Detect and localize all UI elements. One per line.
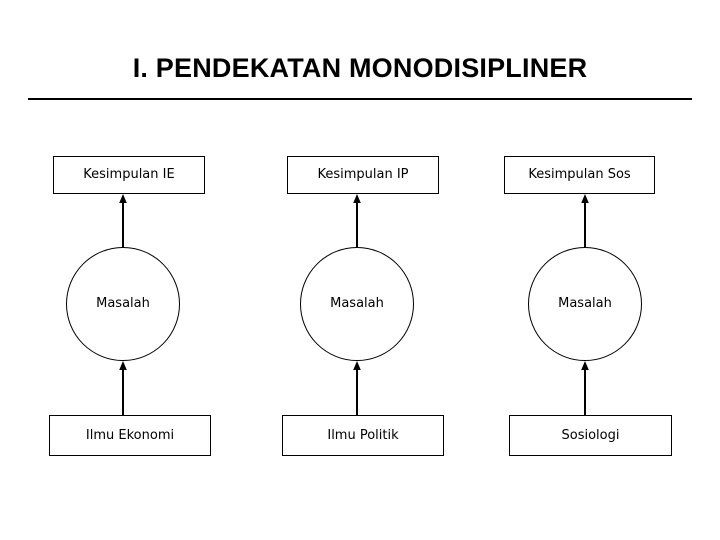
conclusion-box-sosiologi: Kesimpulan Sos	[504, 156, 655, 194]
discipline-box-ilmu-ekonomi: Ilmu Ekonomi	[49, 415, 211, 456]
problem-circle-ilmu-ekonomi: Masalah	[66, 247, 180, 361]
arrow-up-discipline-to-problem-3	[579, 361, 591, 415]
arrow-up-problem-to-conclusion-3	[579, 194, 591, 247]
arrow-up-discipline-to-problem-2	[351, 361, 363, 415]
discipline-box-ilmu-politik: Ilmu Politik	[282, 415, 444, 456]
title-divider	[28, 98, 692, 100]
discipline-box-sosiologi: Sosiologi	[509, 415, 672, 456]
problem-circle-ilmu-politik: Masalah	[300, 247, 414, 361]
arrow-up-problem-to-conclusion-1	[117, 194, 129, 247]
page-title: I. PENDEKATAN MONODISIPLINER	[132, 53, 588, 83]
arrow-up-problem-to-conclusion-2	[351, 194, 363, 247]
conclusion-box-ilmu-ekonomi: Kesimpulan IE	[53, 156, 205, 194]
problem-circle-sosiologi: Masalah	[528, 247, 642, 361]
arrow-up-discipline-to-problem-1	[117, 361, 129, 415]
conclusion-box-ilmu-politik: Kesimpulan IP	[287, 156, 439, 194]
